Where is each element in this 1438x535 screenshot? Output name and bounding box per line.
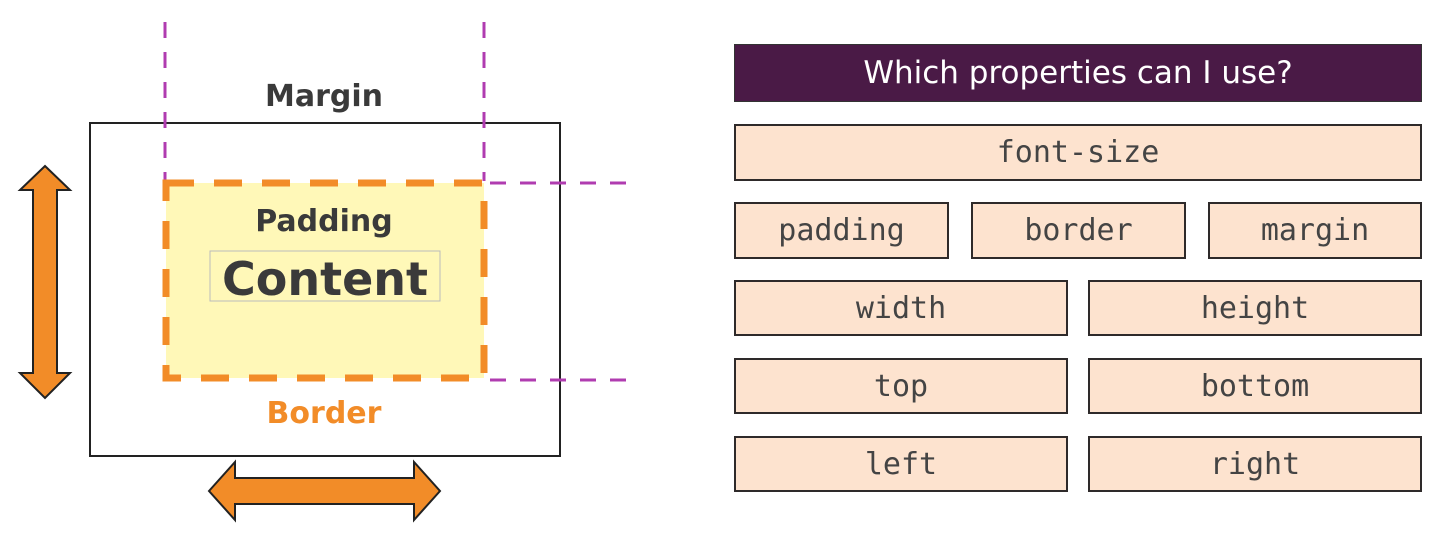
vertical-arrow-icon [17,164,73,400]
border-box [162,179,488,382]
property-top: top [734,358,1068,414]
margin-box [89,122,561,457]
property-width: width [734,280,1068,336]
property-bottom: bottom [1088,358,1422,414]
border-label: Border [266,396,382,431]
property-left: left [734,436,1068,492]
content-box [209,250,441,302]
property-right: right [1088,436,1422,492]
horizontal-arrow-icon [207,459,442,523]
box-model-diagram [17,22,640,523]
property-margin: margin [1208,202,1422,259]
padding-label: Padding [255,204,393,239]
property-border: border [971,202,1186,259]
property-font-size: font-size [734,124,1422,181]
property-padding: padding [734,202,949,259]
property-height: height [1088,280,1422,336]
margin-label: Margin [264,79,384,114]
panel-title: Which properties can I use? [734,44,1422,102]
content-label: Content [221,252,429,306]
